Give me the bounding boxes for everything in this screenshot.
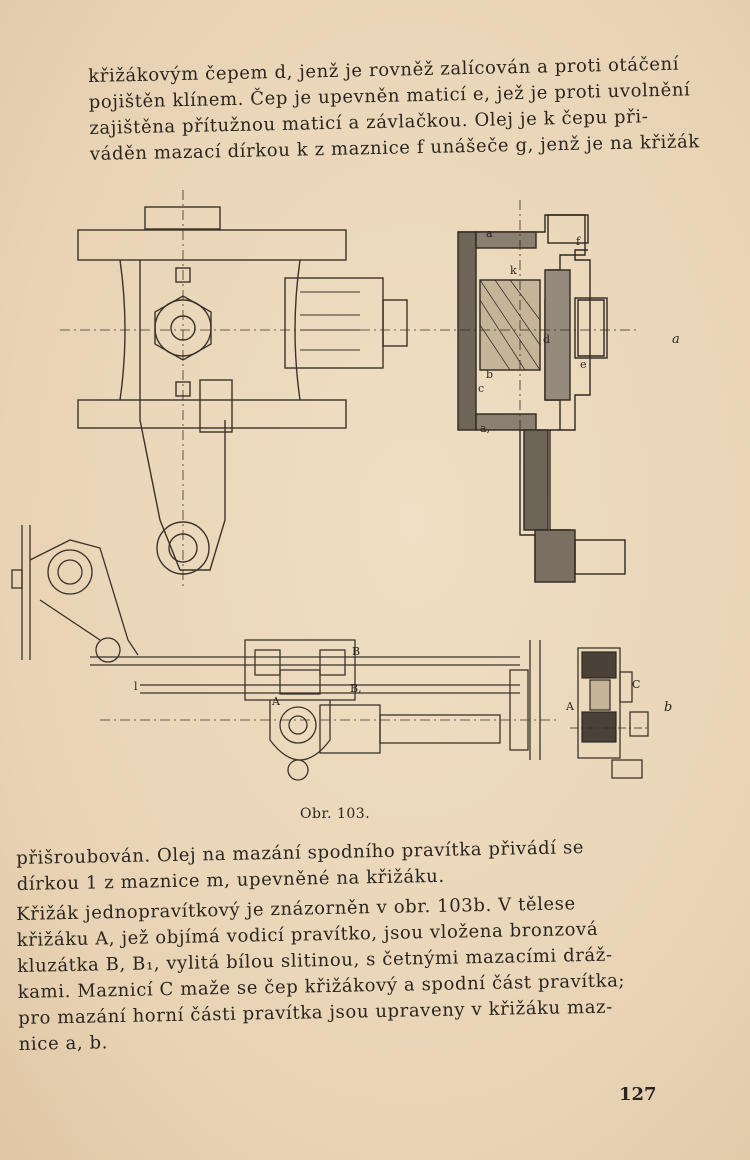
drawing-letter: C [632,678,640,691]
drawing-letter: k [510,264,517,277]
figure-label-b: b [664,700,673,715]
drawing-letters: a f k d e b c a, l A B B, C A [134,227,640,713]
technical-drawings: a f k d e b c a, l A B B, C A [11,190,650,781]
figure-103a-crosshead-section [440,200,640,583]
drawing-letter: f [576,235,581,248]
drawing-letter: B, [350,682,362,695]
drawing-letter: e [580,358,587,371]
figure-103b-section [570,647,650,779]
drawing-letter: A [271,695,281,708]
drawing-letter: B [352,645,360,658]
drawing-letter: a, [480,422,490,435]
drawing-letter: A [565,700,575,713]
drawing-letter: d [543,333,550,346]
figure-103a-crosshead-left [60,190,440,590]
figure-103b-assembly [11,525,560,781]
figure-caption: Obr. 103. [300,806,371,822]
drawing-letter: b [486,368,493,381]
drawing-letter: c [478,382,484,395]
page-number: 127 [619,1084,657,1105]
figure-label-a: a [672,332,680,347]
bottom-paragraph-1: přišroubován. Olej na mazání spodního pr… [16,834,667,898]
drawing-letter: l [134,680,138,693]
drawing-letter: a [486,227,493,240]
bottom-paragraph-2: Křižák jednopravítkový je znázorněn v ob… [16,890,669,1058]
